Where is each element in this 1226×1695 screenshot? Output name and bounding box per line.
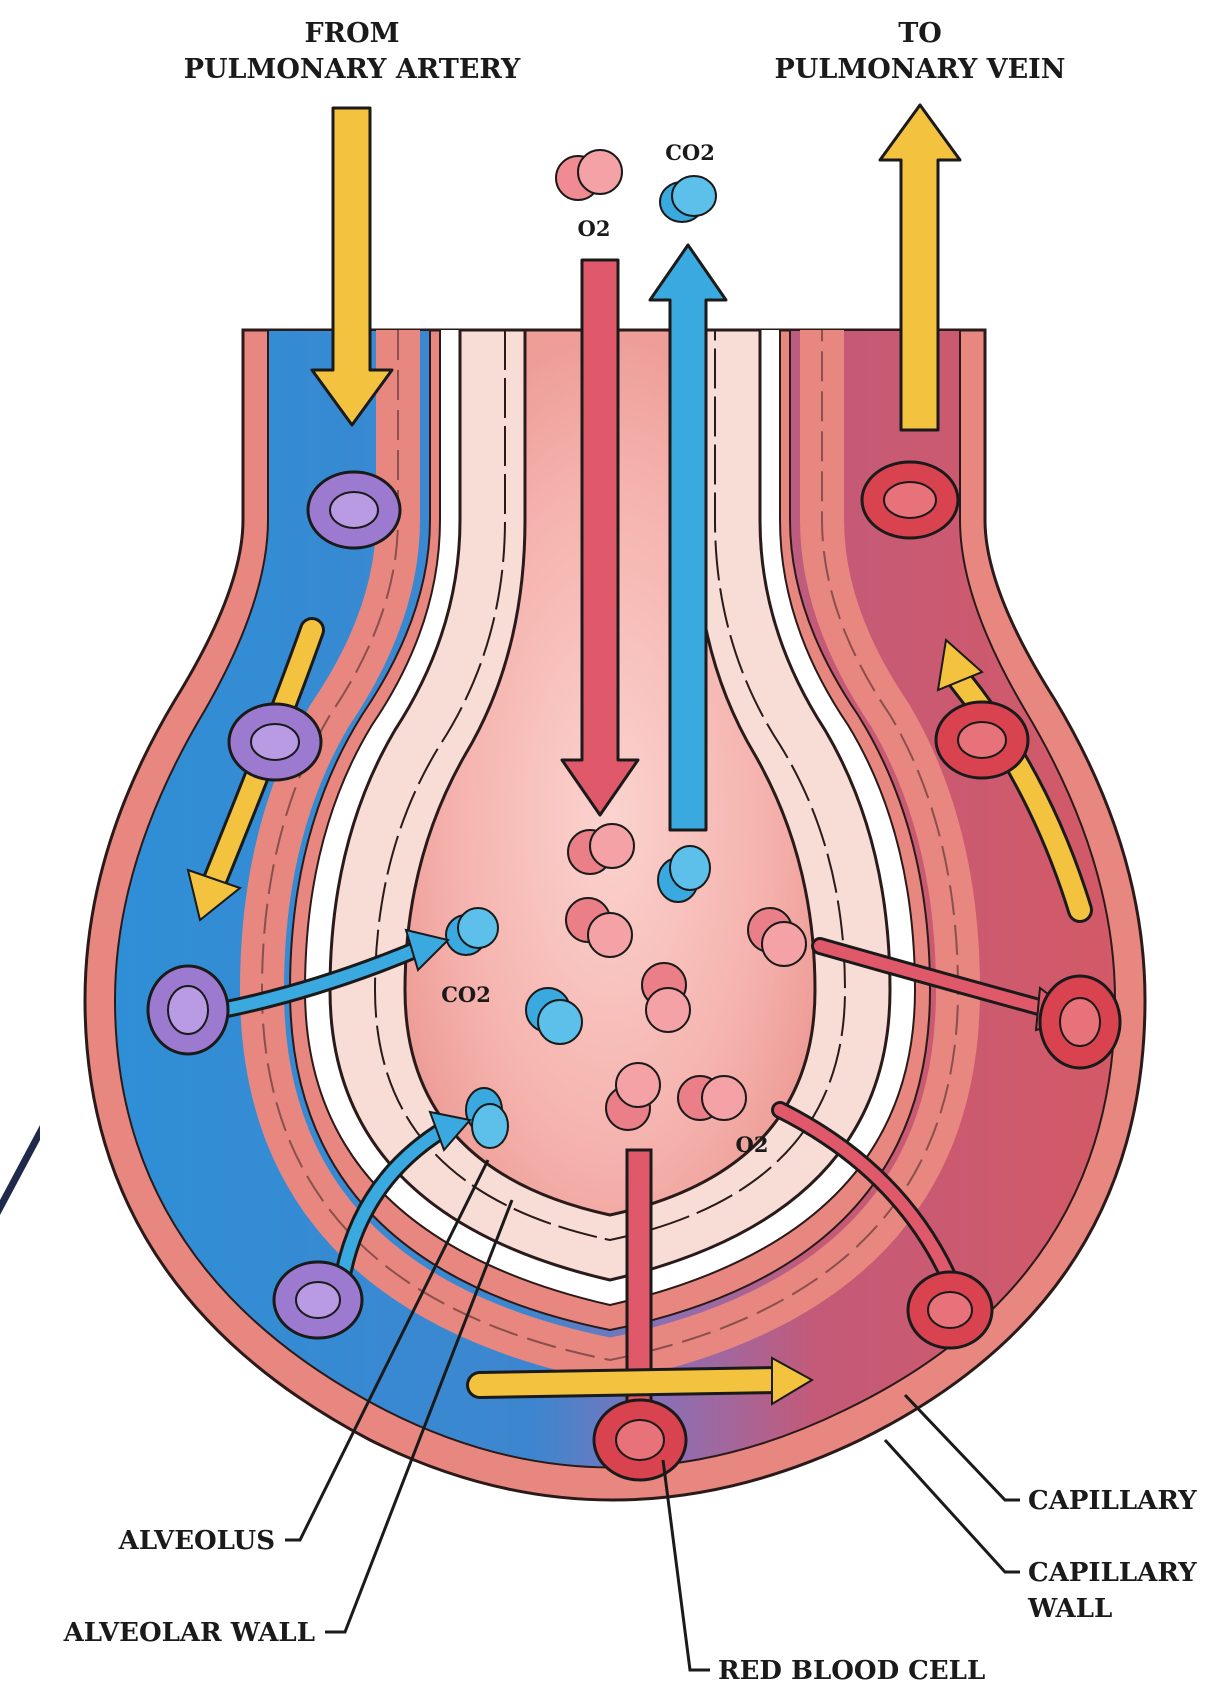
capillary-wall-label-line2: WALL <box>1027 1594 1112 1624</box>
inflow-arrow <box>312 108 392 425</box>
red-blood-cell-deoxygenated <box>229 704 321 780</box>
red-blood-cell-oxygenated <box>862 462 958 538</box>
red-blood-cell-oxygenated <box>936 702 1028 778</box>
capillary-label: CAPILLARY <box>1028 1486 1197 1516</box>
oxygen-molecule-top <box>556 150 622 200</box>
decorative-slash <box>0 1125 40 1215</box>
capillary-wall-label-line1: CAPILLARY <box>1028 1558 1197 1588</box>
from-label-line2: PULMONARY ARTERY <box>184 54 521 85</box>
red-blood-cell-deoxygenated <box>308 472 400 548</box>
oxygen-molecule <box>678 1076 746 1120</box>
red-blood-cell-deoxygenated <box>148 966 228 1054</box>
to-label-line1: TO <box>898 18 942 49</box>
alveolar-wall-label: ALVEOLAR WALL <box>63 1618 315 1648</box>
from-label-line1: FROM <box>304 18 399 49</box>
o2-label-mid: O2 <box>736 1132 769 1157</box>
co2-label-top: CO2 <box>665 140 715 165</box>
red-blood-cell-deoxygenated <box>274 1262 362 1338</box>
co2-label-mid: CO2 <box>441 982 491 1007</box>
red-blood-cell-oxygenated <box>908 1272 992 1348</box>
to-label-line2: PULMONARY VEIN <box>775 54 1066 85</box>
co2-molecule-top <box>660 176 716 222</box>
red-blood-cell-oxygenated <box>1040 976 1120 1068</box>
red-blood-cell-label: RED BLOOD CELL <box>718 1656 985 1686</box>
o2-label-top: O2 <box>578 216 611 241</box>
red-blood-cell-oxygenated <box>594 1400 686 1480</box>
oxygen-molecule <box>642 963 690 1032</box>
alveolus-label: ALVEOLUS <box>118 1526 275 1556</box>
